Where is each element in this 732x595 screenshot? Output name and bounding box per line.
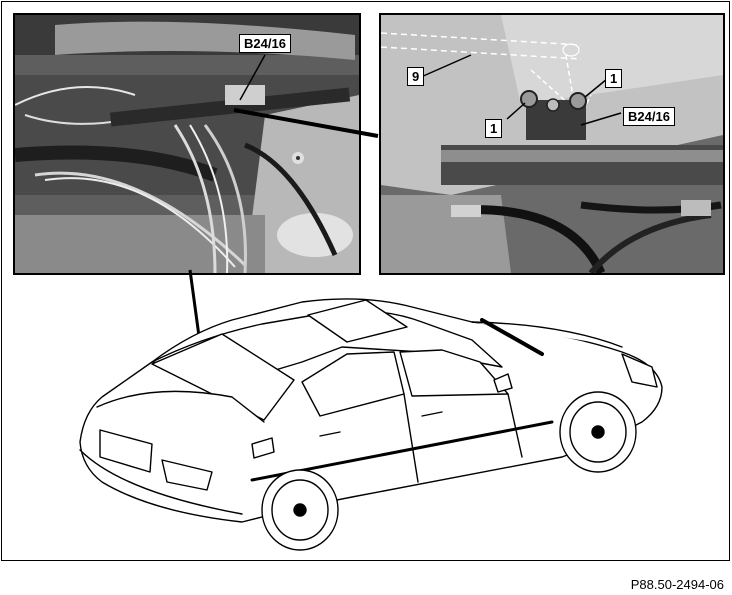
photo-trunk-wiring: B24/16 xyxy=(13,13,361,275)
figure-code: P88.50-2494-06 xyxy=(630,577,724,592)
callout-bolt-right: 1 xyxy=(605,69,623,88)
photo-trunk-wiring-art xyxy=(15,15,359,273)
callout-sensor-right: B24/16 xyxy=(623,107,675,126)
sedan-outline xyxy=(79,298,663,551)
callout-part-9: 9 xyxy=(407,67,425,86)
diagram-frame: B24/16 9 xyxy=(1,1,730,561)
callout-bolt-left: 1 xyxy=(485,119,503,138)
leader-line-location xyxy=(188,269,214,433)
callout-sensor-left: B24/16 xyxy=(239,34,291,53)
photo-sensor-mount-art xyxy=(381,15,723,273)
photo-sensor-mount: 9 1 1 B24/16 xyxy=(379,13,725,275)
